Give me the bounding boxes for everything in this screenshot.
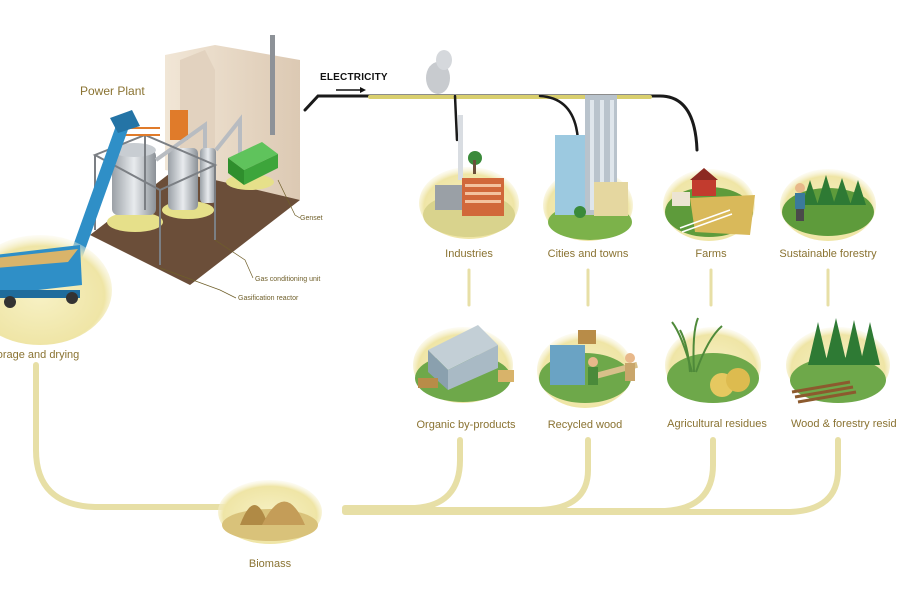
wood-forestry-vignette <box>786 318 890 404</box>
industries-vignette <box>419 50 519 239</box>
gasification-reactor-label: Gasification reactor <box>238 295 299 302</box>
forestry-vignette <box>780 169 876 241</box>
power-plant-illustration <box>68 35 300 285</box>
recycled-wood-vignette <box>537 330 638 408</box>
electricity-cable <box>303 94 699 152</box>
agricultural-residues-label: Agricultural residues <box>667 418 767 430</box>
biomass-pile-vignette <box>218 480 322 544</box>
electricity-arrow <box>336 87 366 93</box>
storage-drying-illustration <box>0 235 112 345</box>
genset-label: Genset <box>300 215 323 222</box>
cities-vignette <box>543 95 633 241</box>
organic-byproducts-label: Organic by-products <box>416 419 516 431</box>
agricultural-residues-vignette <box>665 317 761 403</box>
electricity-label: ELECTRICITY <box>320 72 388 83</box>
gas-conditioning-label: Gas conditioning unit <box>255 276 321 283</box>
recycled-wood-label: Recycled wood <box>547 419 623 431</box>
power-plant-title: Power Plant <box>80 84 145 98</box>
biomass-flow-lines <box>33 268 841 515</box>
biomass-label: Biomass <box>248 558 292 570</box>
industries-label: Industries <box>445 248 493 260</box>
wood-forestry-label: Wood & forestry resid <box>791 418 897 430</box>
organic-byproducts-vignette <box>413 325 514 403</box>
storage-drying-label: orage and drying <box>0 349 80 361</box>
cities-label: Cities and towns <box>547 248 629 260</box>
forestry-label: Sustainable forestry <box>779 248 877 260</box>
farms-label: Farms <box>695 248 727 260</box>
farms-vignette <box>663 168 755 241</box>
